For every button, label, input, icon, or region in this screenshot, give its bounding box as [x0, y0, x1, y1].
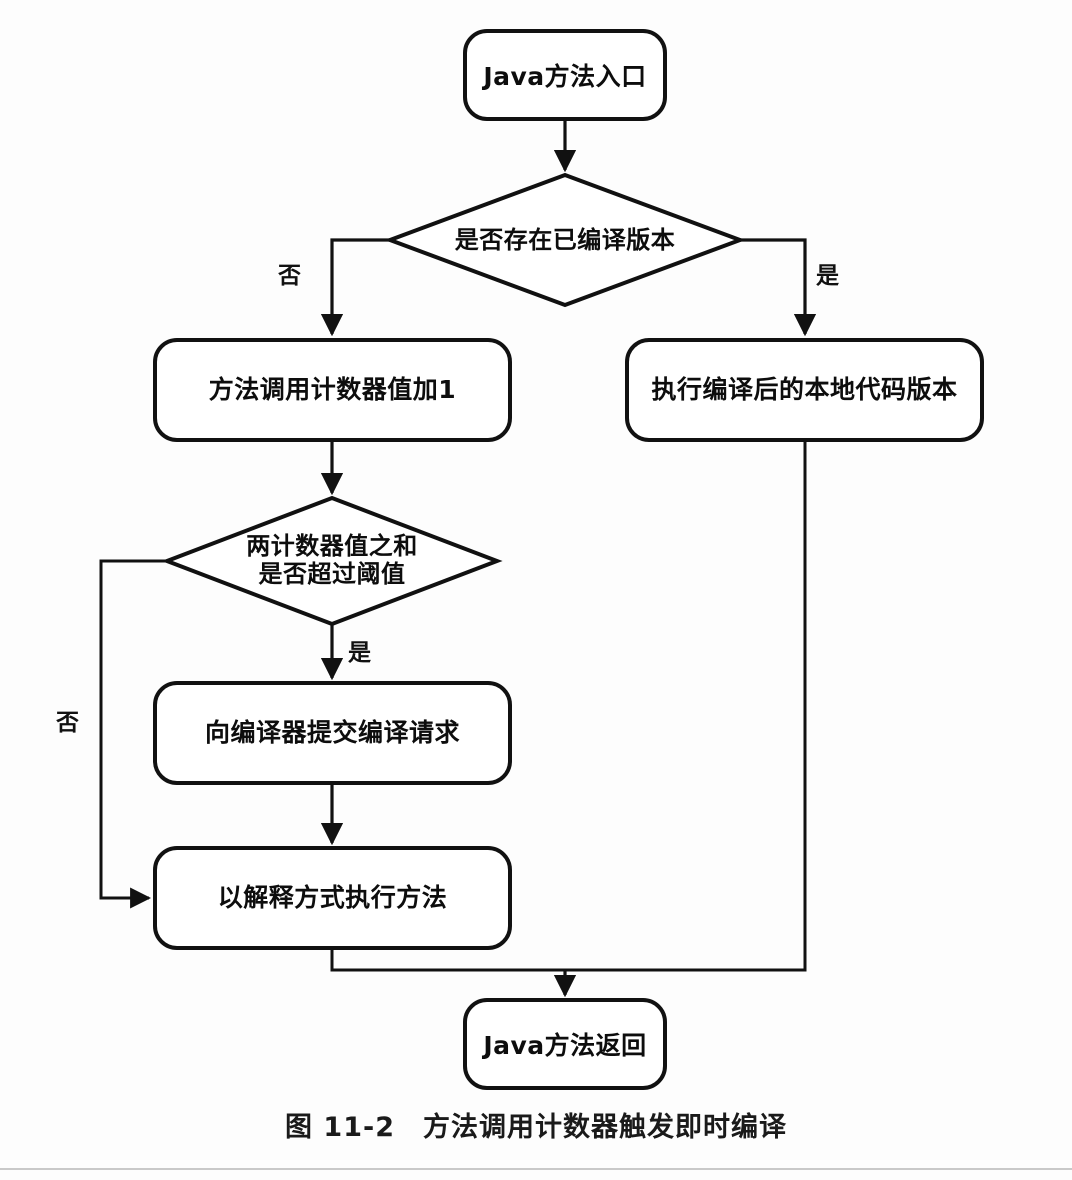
node-over-threshold-shape [161, 495, 503, 627]
node-return-shape [463, 998, 667, 1090]
edge-label-over-threshold-yes: 是 [348, 640, 371, 666]
edge-over-threshold-no-to-interpret [99, 559, 167, 909]
edge-interpret-to-return [330, 948, 565, 972]
node-submit-request-shape [153, 681, 512, 785]
edge-run-native-to-return [565, 440, 807, 972]
edge-label-has-compiled-yes: 是 [816, 263, 839, 289]
edge-has-compiled-no-to-counter-inc [320, 238, 390, 337]
node-counter-inc-shape [153, 338, 512, 442]
node-run-native-shape [625, 338, 984, 442]
edge-label-has-compiled-no: 否 [278, 263, 301, 289]
edge-label-over-threshold-no: 否 [56, 710, 79, 736]
edge-has-compiled-yes-to-run-native [740, 238, 817, 337]
figure-caption: 图 11-2 方法调用计数器触发即时编译 [285, 1112, 787, 1143]
node-interpret-shape [153, 846, 512, 950]
node-start-shape [463, 29, 667, 121]
page-bottom-rule [0, 1168, 1072, 1170]
node-has-compiled-shape [384, 172, 746, 308]
